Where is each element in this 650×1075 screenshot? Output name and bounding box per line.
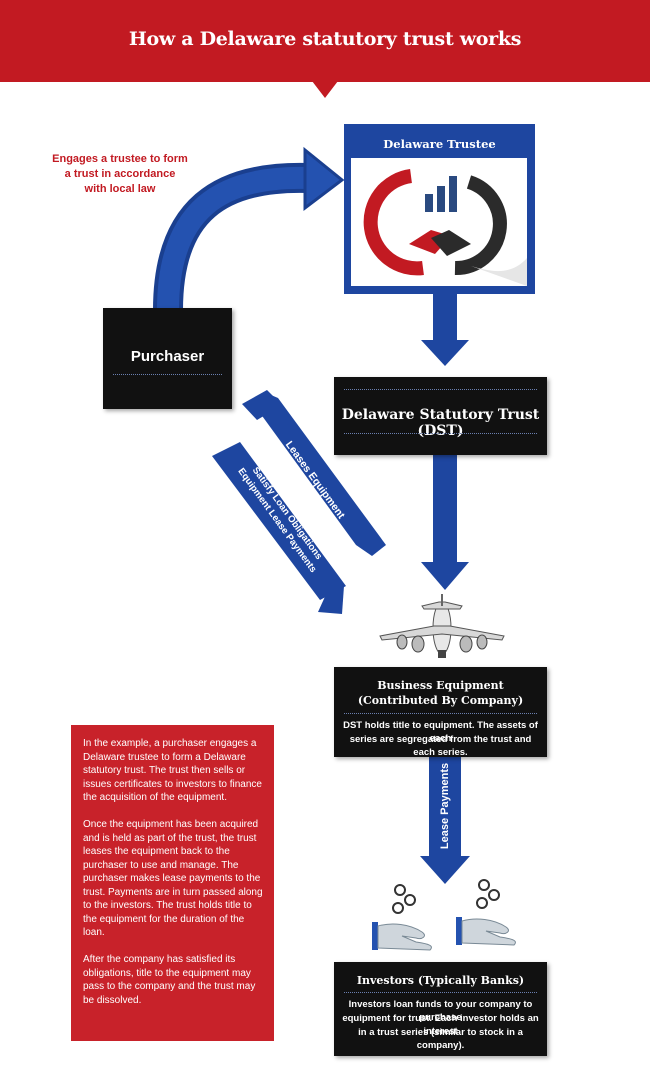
trustee-title: Delaware Trustee xyxy=(383,137,496,151)
investors-divider xyxy=(344,992,537,993)
lease-payments-vertical-label: Lease Payments xyxy=(439,762,451,850)
delaware-trustee-box: Delaware Trustee xyxy=(344,124,535,294)
purchaser-title: Purchaser xyxy=(130,348,205,365)
explanation-paragraph-3: After the company has satisfied its obli… xyxy=(83,954,256,1006)
purchaser-box: Purchaser xyxy=(103,308,232,409)
dst-divider-top xyxy=(344,389,537,390)
explanation-paragraph-2: Once the equipment has been acquired and… xyxy=(83,819,263,938)
investors-desc-line1: Investors loan funds to your company to … xyxy=(348,999,533,1023)
arrow-trustee-to-dst xyxy=(421,294,469,366)
dst-box: Delaware Statutory Trust (DST) xyxy=(334,377,547,455)
investors-desc-line3: in a trust series (similar to stock in a… xyxy=(358,1027,523,1051)
engages-note-line2: a trust in accordance xyxy=(64,168,176,180)
trustee-panel xyxy=(351,158,527,286)
handshake-chart-icon xyxy=(363,169,527,286)
airplane-icon xyxy=(379,594,505,658)
engages-note-line3: with local law xyxy=(84,183,156,195)
investors-box: Investors (Typically Banks) Investors lo… xyxy=(334,962,547,1056)
explanation-box: In the example, a purchaser engages a De… xyxy=(71,725,274,1041)
equipment-desc-line2: series are segregated from the trust and… xyxy=(349,734,532,758)
header-notch xyxy=(312,81,338,98)
arrow-leases-equipment xyxy=(242,390,386,556)
equipment-title-line1: Business Equipment xyxy=(377,679,504,692)
equipment-title-line2: (Contributed By Company) xyxy=(357,694,524,707)
arrow-lease-payments-diagonal xyxy=(212,442,346,614)
investors-desc-line2: equipment for trust. Each investor holds… xyxy=(342,1013,539,1037)
engages-note: Engages a trustee to form a trust in acc… xyxy=(40,152,200,197)
arrow-lease-payments xyxy=(420,757,470,884)
explanation-paragraph-1: In the example, a purchaser engages a De… xyxy=(83,738,262,803)
equipment-divider xyxy=(344,713,537,714)
curved-arrow-engage xyxy=(153,146,345,311)
page-title: How a Delaware statutory trust works xyxy=(128,28,522,50)
investors-title: Investors (Typically Banks) xyxy=(356,974,525,987)
header-banner xyxy=(0,0,650,82)
hand-coins-icon xyxy=(456,879,516,946)
engages-note-line1: Engages a trustee to form xyxy=(52,153,188,165)
dst-divider-bottom xyxy=(344,433,537,434)
arrow-dst-to-equipment xyxy=(421,455,469,590)
purchaser-divider xyxy=(113,374,222,375)
business-equipment-box: Business Equipment (Contributed By Compa… xyxy=(334,667,547,758)
dst-title: Delaware Statutory Trust (DST) xyxy=(341,407,540,439)
hand-coins-icon xyxy=(372,884,432,951)
equipment-desc-line1: DST holds title to equipment. The assets… xyxy=(343,720,538,744)
